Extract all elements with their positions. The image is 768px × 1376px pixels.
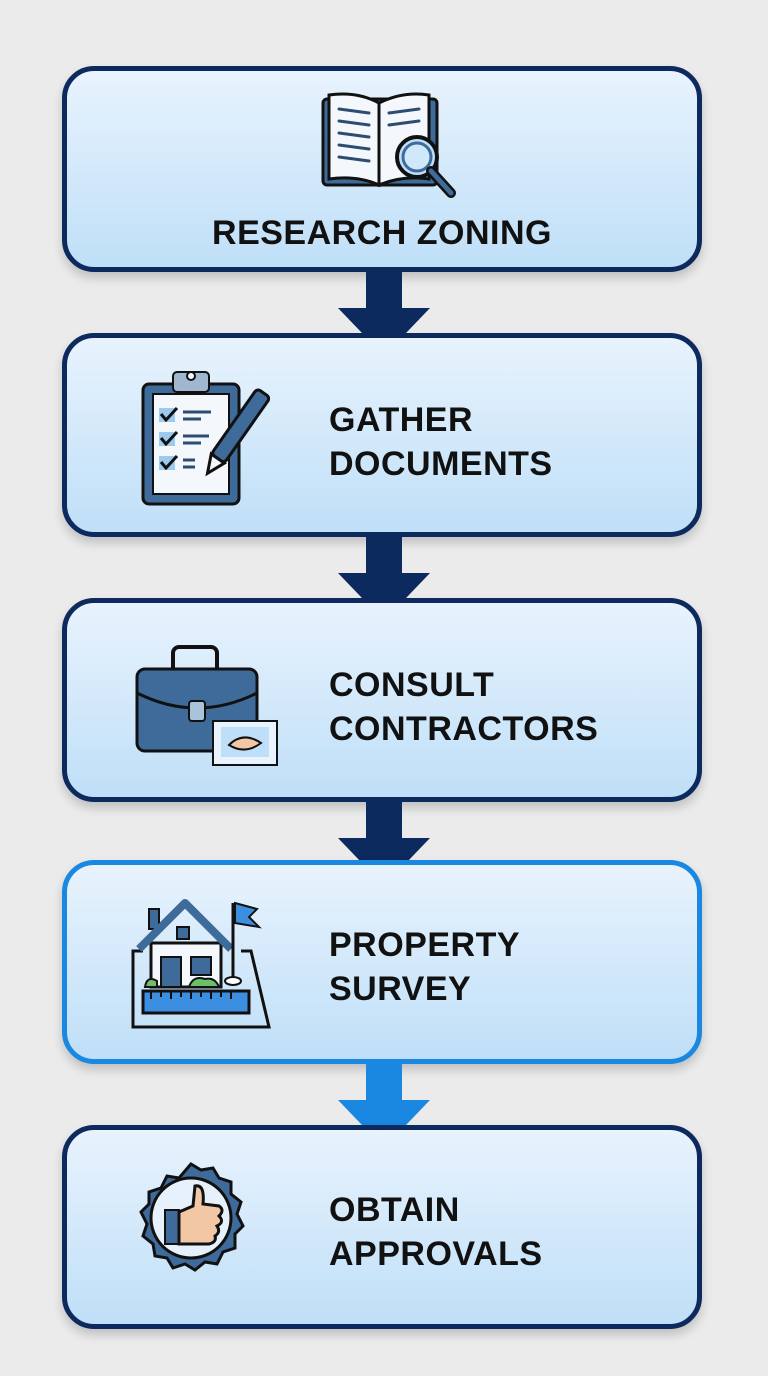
step-title-line2: CONTRACTORS [329,710,599,748]
step-obtain-approvals: OBTAIN APPROVALS [62,1125,702,1329]
step-title-line1: PROPERTY [329,926,521,964]
arrow-down-icon [338,270,430,356]
step-title-line2: APPROVALS [329,1235,543,1273]
clipboard-checklist-icon [141,371,270,506]
step-title: PROPERTY SURVEY [329,923,520,1011]
step-title-line1: OBTAIN [329,1191,460,1229]
step-title: RESEARCH ZONING [212,214,552,252]
step-title-line2: SURVEY [329,970,472,1008]
step-title: OBTAIN APPROVALS [329,1188,543,1276]
step-title-line1: CONSULT [329,666,495,704]
step-property-survey: PROPERTY SURVEY [62,860,702,1064]
arrow-down-icon [338,1062,430,1148]
step-title-line2: DOCUMENTS [329,445,553,483]
step-gather-documents: GATHER DOCUMENTS [62,333,702,537]
step-title: CONSULT CONTRACTORS [329,663,598,751]
step-research-zoning: RESEARCH ZONING [62,66,702,272]
house-survey-icon [131,899,271,1029]
thumbs-up-badge-icon [139,1162,245,1272]
book-magnifier-icon [321,92,456,198]
step-title: GATHER DOCUMENTS [329,398,553,486]
arrow-down-icon [338,800,430,886]
step-consult-contractors: CONSULT CONTRACTORS [62,598,702,802]
arrow-down-icon [338,535,430,621]
briefcase-handshake-icon [135,645,278,766]
step-title-line1: GATHER [329,401,474,439]
